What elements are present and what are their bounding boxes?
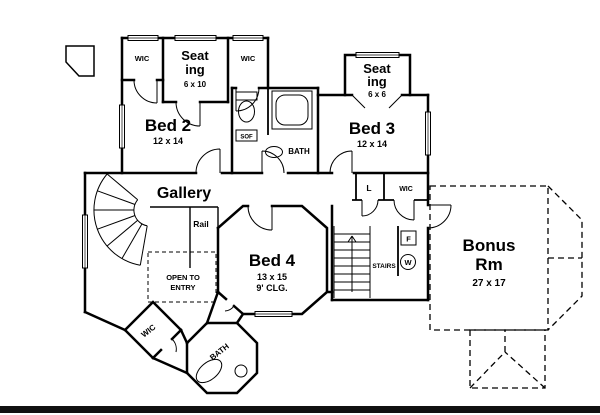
bottom-rule (0, 406, 600, 413)
tub-inner (275, 94, 309, 126)
bonus-label-1: Bonus (463, 236, 516, 255)
wic-top-left-label: WIC (135, 54, 150, 63)
door-linen (361, 199, 379, 217)
straight-stair (333, 226, 371, 298)
bed2-label: Bed 2 (145, 116, 191, 135)
stair-arrow (347, 235, 357, 292)
spiral-stair (93, 173, 148, 266)
door-bed3 (329, 150, 353, 174)
wic-diamond (123, 300, 183, 332)
seating-right-dims: 6 x 6 (368, 90, 386, 99)
doors (133, 79, 452, 353)
door-wic-left (133, 79, 158, 104)
door-bonus (427, 204, 452, 229)
door-bed2 (195, 148, 221, 174)
sink (265, 146, 283, 158)
door-seating-right (351, 94, 403, 109)
toilet-tank (235, 91, 258, 101)
hall-closet-walls (352, 173, 428, 201)
door-turret-bath (224, 305, 235, 312)
wic-top-right-label: WIC (241, 54, 256, 63)
door-bath (261, 150, 285, 174)
turret-tub (195, 358, 223, 384)
door-lower-wic (171, 338, 177, 353)
seating-left-label-1: Seat (181, 48, 209, 63)
wic-hall-label: WIC (399, 186, 413, 193)
seating-right-label-2: ing (367, 74, 387, 89)
exterior-wall (83, 310, 127, 332)
chimney-box (65, 45, 95, 77)
gallery-label: Gallery (157, 185, 211, 202)
turret-fixtures (195, 358, 248, 384)
door-hall-wic (393, 199, 415, 221)
rail-label: Rail (193, 219, 209, 229)
open-to-entry-line2: ENTRY (170, 283, 195, 292)
lower-roof-outline (469, 329, 546, 389)
stairs-label: STAIRS (372, 263, 396, 270)
door-seating-left (175, 101, 201, 127)
furnace-box (400, 230, 417, 246)
washer-circle (400, 254, 416, 270)
bath-upper-label: BATH (288, 147, 310, 156)
wic-lower-label: WIC (140, 323, 158, 340)
roof-hip-right (547, 185, 583, 331)
soffit-label: SOF (240, 135, 253, 141)
bonus-dims: 27 x 17 (472, 278, 506, 289)
toilet-bowl (238, 100, 255, 123)
washer-label: W (404, 258, 412, 267)
labels-layer: Bed 2 12 x 14 Seat ing 6 x 10 WIC WIC Se… (135, 48, 516, 362)
bath-lower-label: BATH (208, 342, 231, 363)
door-bed4 (247, 205, 273, 231)
seating-right-label-1: Seat (363, 61, 391, 76)
bed2-dims: 12 x 14 (153, 136, 183, 146)
bed4-dims: 13 x 15 (257, 272, 287, 282)
windows (82, 35, 431, 317)
utility-fixtures (400, 230, 417, 270)
seating-left-label-2: ing (185, 62, 205, 77)
bonus-label-2: Rm (475, 255, 502, 274)
tub (271, 90, 313, 130)
rail-lines (150, 206, 219, 268)
secondary-walls (267, 88, 428, 276)
open-to-entry-line1: OPEN TO (166, 273, 200, 282)
bed3-dims: 12 x 14 (357, 139, 387, 149)
bonus-roof-dashed (429, 185, 583, 389)
bath-fixtures (235, 90, 313, 158)
bed3-label: Bed 3 (349, 119, 395, 138)
seating-left-dims: 6 x 10 (184, 80, 207, 89)
bed4-walls (216, 204, 334, 316)
open-to-entry-outline (147, 251, 217, 303)
furnace-label: F (406, 235, 411, 244)
turret-sink (234, 364, 248, 378)
linen-label: L (366, 183, 371, 193)
turret-link (151, 290, 245, 375)
bath-turret (185, 321, 259, 395)
bed4-ceiling: 9' CLG. (256, 283, 287, 293)
lower-roof-hips (469, 330, 546, 389)
wic-diamond (151, 328, 183, 360)
bed4-label: Bed 4 (249, 251, 296, 270)
wic-diamond (123, 328, 155, 360)
interior-wall (161, 36, 230, 104)
soffit-box (235, 129, 258, 142)
